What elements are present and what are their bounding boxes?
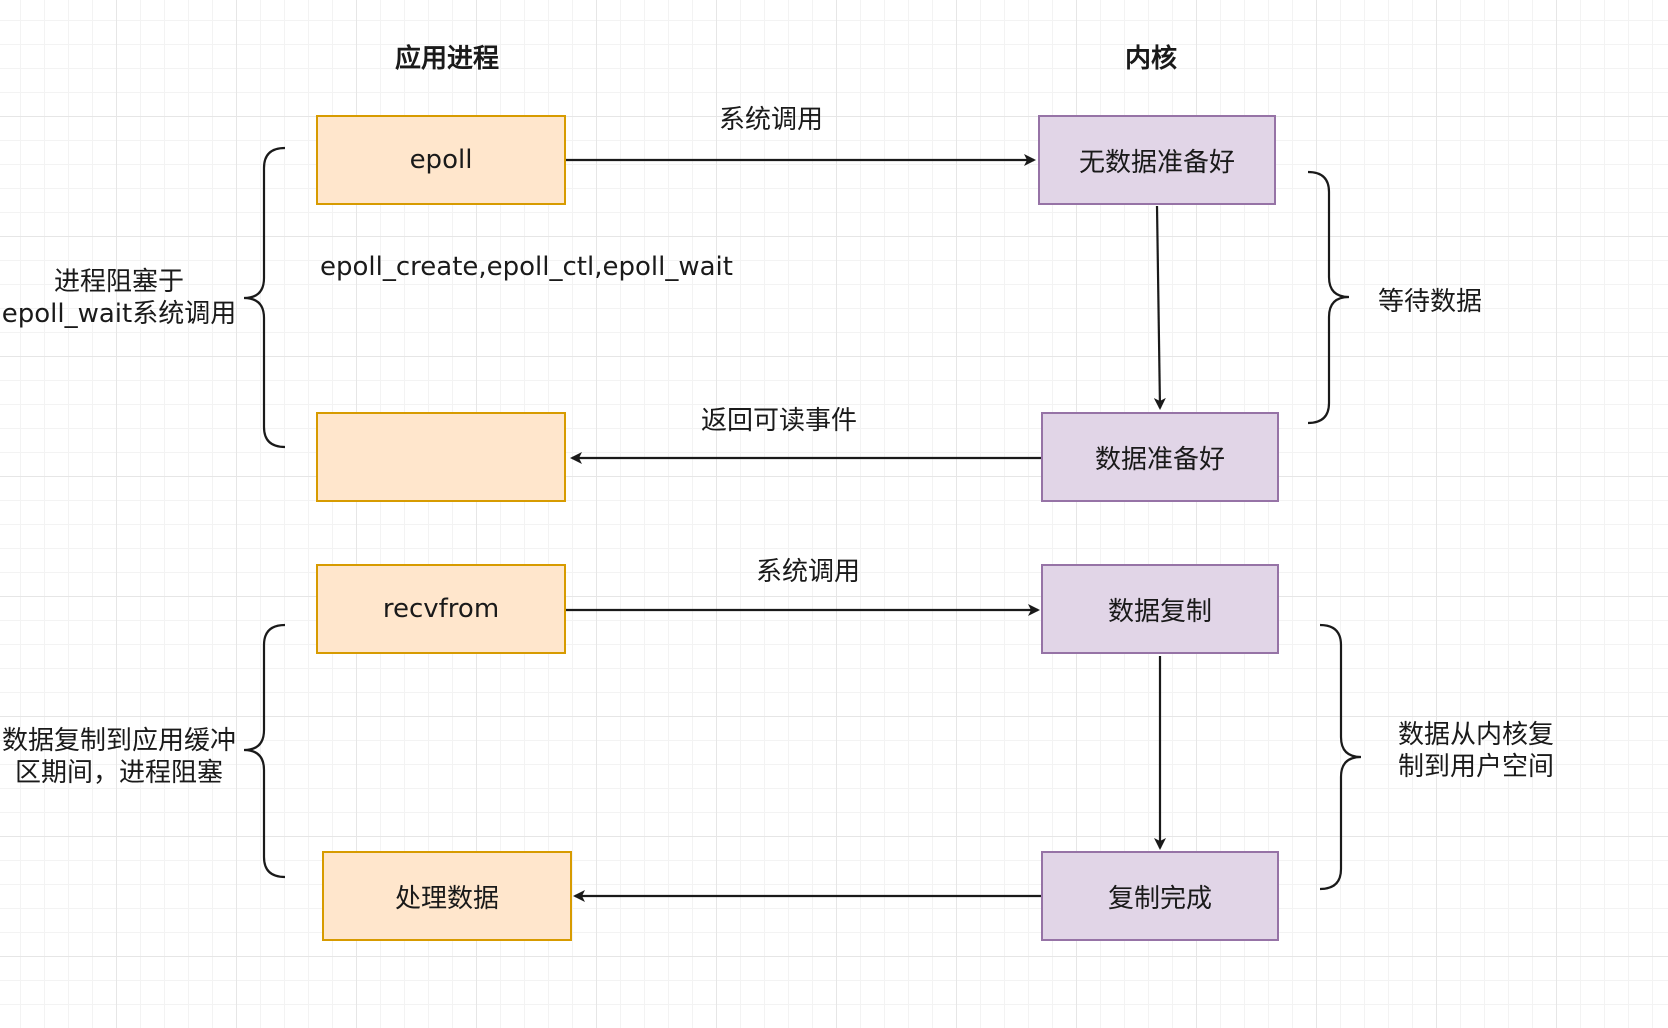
left-brace-bottom [243,623,286,879]
left-brace-top [243,146,286,449]
header-app-process: 应用进程 [394,44,500,74]
copy-kernel-user-line-1: 数据从内核复 [1397,720,1555,750]
process-data-box: 处理数据 [322,851,572,941]
return-readable-label: 返回可读事件 [700,406,858,436]
copy-done-box: 复制完成 [1041,851,1279,941]
epoll-calls-note: epoll_create,epoll_ctl,epoll_wait [320,252,733,282]
app-return-box [316,412,566,502]
no-data-ready-box: 无数据准备好 [1038,115,1276,205]
right-brace-bottom [1319,623,1362,891]
epoll-box: epoll [316,115,566,205]
blocked-on-wait-note: 进程阻塞于 epoll_wait系统调用 [2,266,236,330]
header-kernel: 内核 [1124,44,1178,74]
syscall-label-1: 系统调用 [718,105,824,135]
data-ready-box: 数据准备好 [1041,412,1279,502]
blocked-on-wait-line-2: epoll_wait系统调用 [1,299,237,329]
copy-blocked-line-2: 区期间，进程阻塞 [14,758,224,788]
data-copy-box: 数据复制 [1041,564,1279,654]
blocked-on-wait-line-1: 进程阻塞于 [53,267,185,297]
recvfrom-box: recvfrom [316,564,566,654]
right-brace-top [1307,170,1350,425]
copy-blocked-note: 数据复制到应用缓冲 区期间，进程阻塞 [2,725,236,789]
copy-blocked-line-1: 数据复制到应用缓冲 [1,726,237,756]
arrow-wait-data [1153,205,1166,410]
copy-kernel-user-note: 数据从内核复 制到用户空间 [1398,719,1554,783]
copy-kernel-user-line-2: 制到用户空间 [1397,752,1555,782]
syscall-label-2: 系统调用 [755,557,861,587]
wait-data-note: 等待数据 [1378,287,1483,317]
